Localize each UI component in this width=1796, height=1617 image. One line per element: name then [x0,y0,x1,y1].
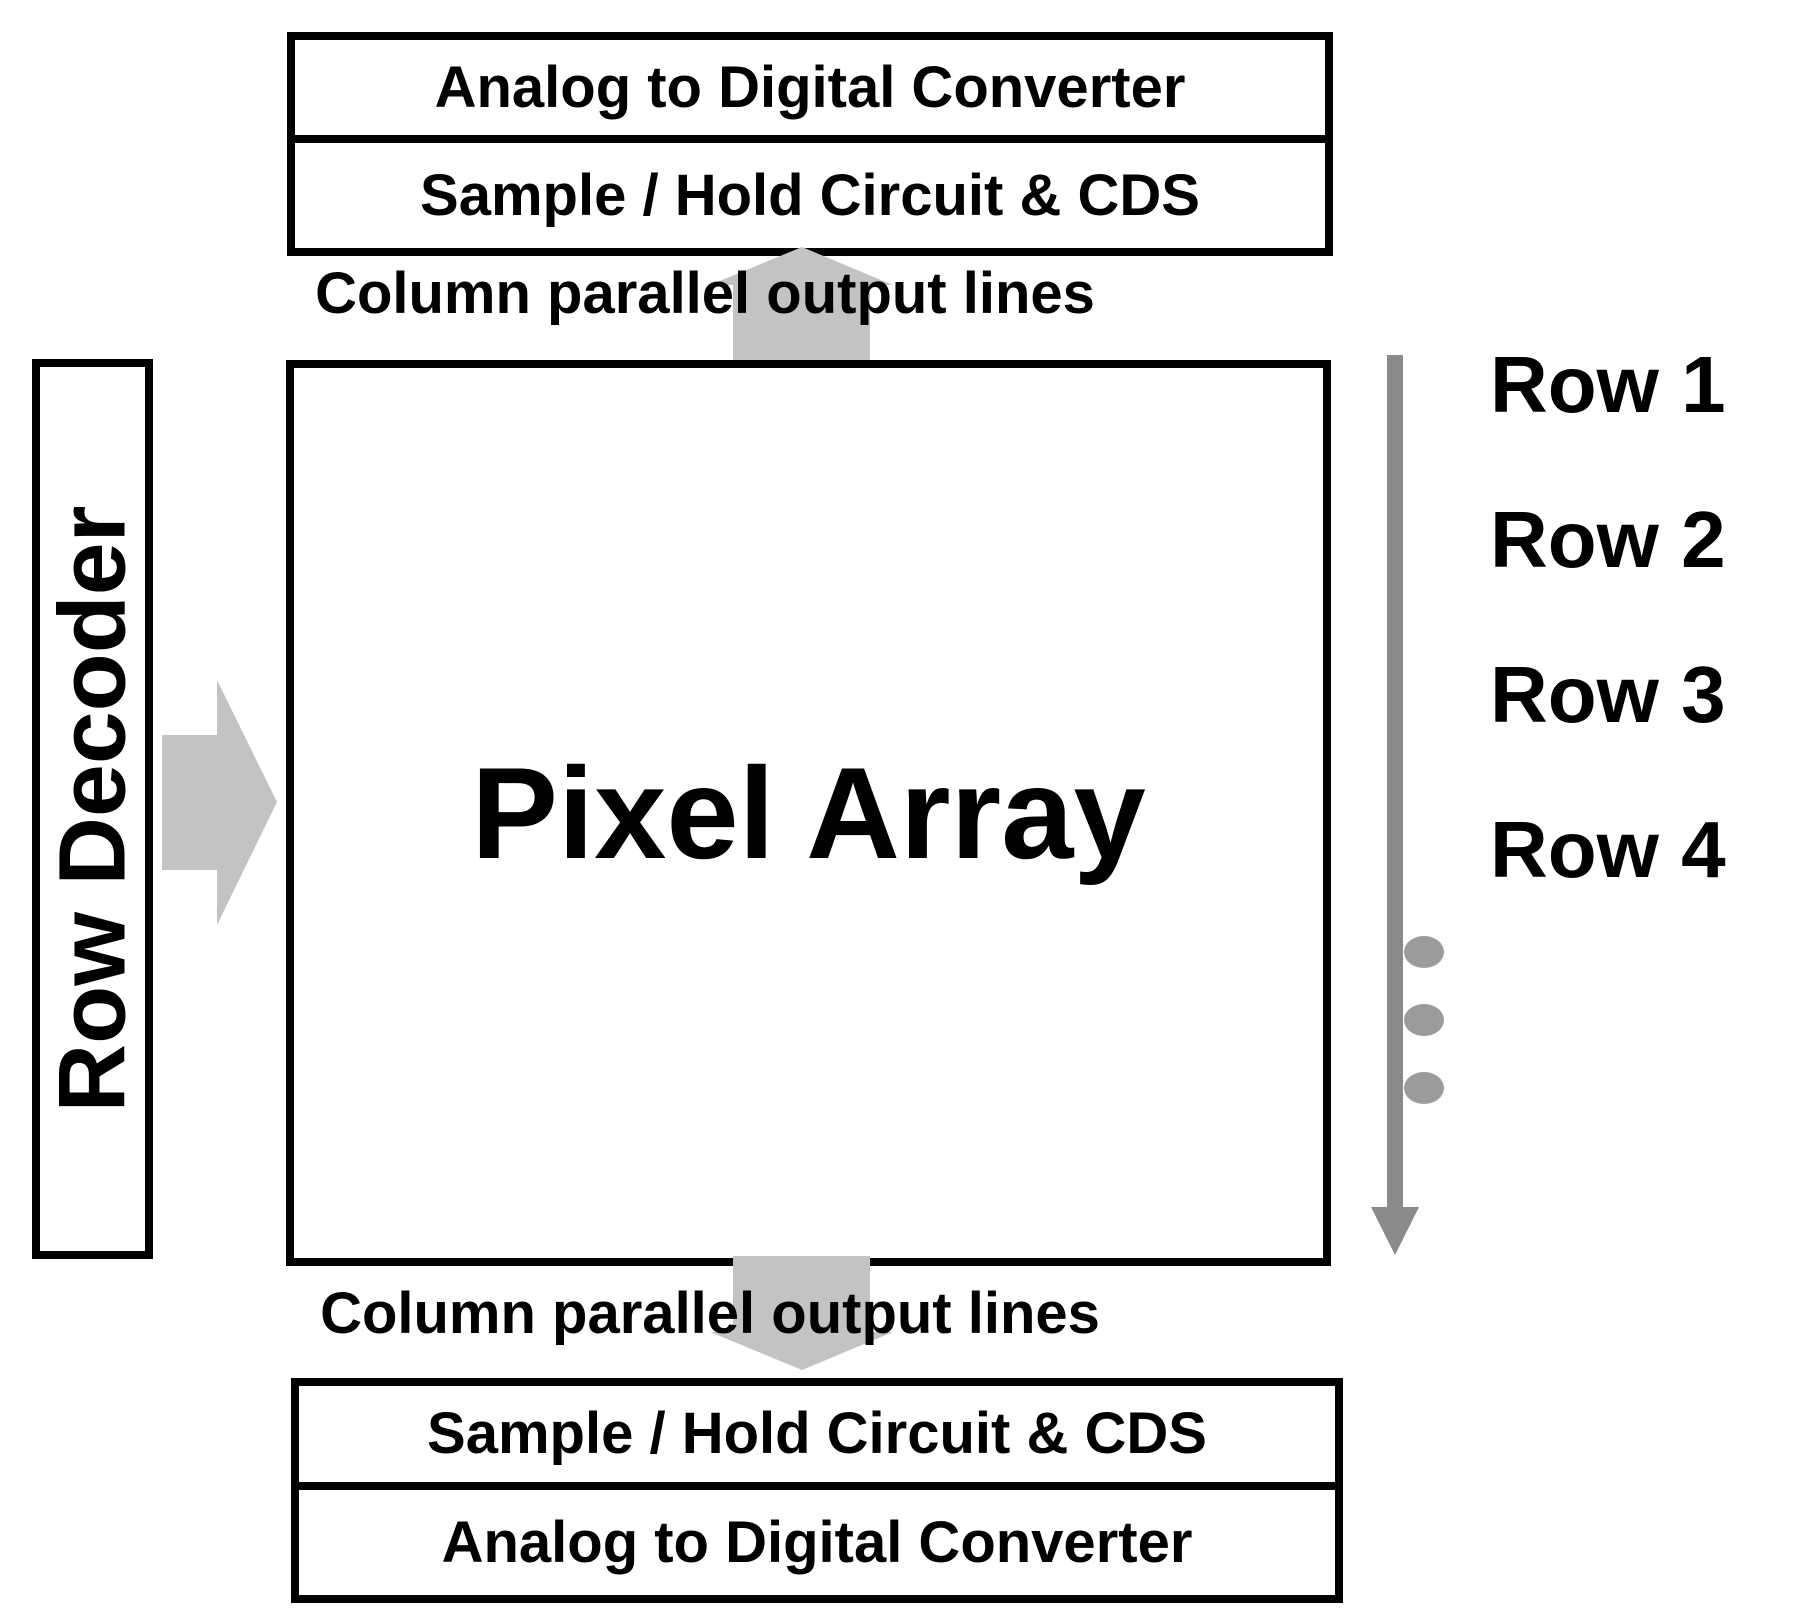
row-scan-arrow-shaft [1387,355,1403,1210]
top-sample-hold-box: Sample / Hold Circuit & CDS [295,143,1325,248]
top-adc-label: Analog to Digital Converter [434,54,1186,120]
pixel-array-label: Pixel Array [471,740,1146,886]
bottom-adc-box: Analog to Digital Converter [299,1490,1335,1595]
ellipsis-dot-2 [1404,1004,1444,1036]
right-arrow-icon [162,680,277,925]
bottom-adc-label: Analog to Digital Converter [441,1509,1193,1575]
row-scan-arrow-head-icon [1371,1207,1419,1255]
column-output-lines-bottom-label: Column parallel output lines [320,1281,1100,1346]
bottom-converter-stack: Sample / Hold Circuit & CDS Analog to Di… [291,1378,1343,1603]
row-3-label: Row 3 [1490,650,1726,739]
ellipsis-dot-1 [1404,936,1444,968]
bottom-sample-hold-box: Sample / Hold Circuit & CDS [299,1386,1335,1490]
up-arrow-icon [710,247,893,360]
row-1-label: Row 1 [1490,340,1726,429]
ellipsis-dot-3 [1404,1072,1444,1104]
top-converter-stack: Analog to Digital Converter Sample / Hol… [287,32,1333,256]
row-decoder-box: Row Decoder [32,359,153,1259]
top-adc-box: Analog to Digital Converter [295,40,1325,143]
bottom-sample-hold-label: Sample / Hold Circuit & CDS [427,1401,1207,1466]
row-2-label: Row 2 [1490,495,1726,584]
down-arrow-icon [710,1256,893,1370]
column-output-lines-top-label: Column parallel output lines [315,261,1095,326]
pixel-array-box: Pixel Array [286,360,1331,1266]
top-sample-hold-label: Sample / Hold Circuit & CDS [420,162,1200,228]
row-4-label: Row 4 [1490,805,1726,894]
